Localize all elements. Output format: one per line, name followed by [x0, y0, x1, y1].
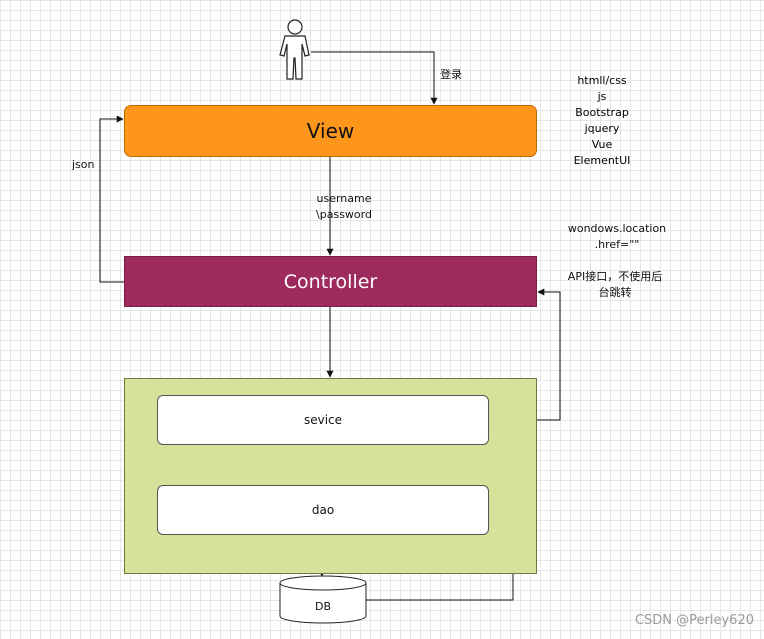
login-label: 登录 [440, 68, 462, 81]
dao-box: dao [157, 485, 489, 535]
location-label-line2: .href="" [594, 238, 640, 251]
service-label: sevice [303, 413, 343, 427]
location-label-line1: wondows.location [567, 222, 667, 235]
view-label: View [306, 119, 355, 143]
api-label-line1: API接口，不使用后 [567, 270, 663, 283]
watermark: CSDN @Perley620 [634, 613, 754, 628]
controller-label: Controller [283, 270, 378, 293]
controller-box: Controller [124, 256, 537, 307]
dao-label: dao [311, 503, 335, 517]
tech-stack-list: htmll/css js Bootstrap jquery Vue Elemen… [562, 73, 642, 169]
json-arrow [99, 115, 124, 283]
tech-item: js [597, 90, 607, 103]
user-actor-icon [279, 19, 310, 80]
json-label: json [72, 158, 95, 171]
username-label: username [316, 192, 372, 205]
db-label: DB [314, 600, 332, 613]
tech-item: jquery [584, 122, 620, 135]
login-arrow [311, 51, 438, 105]
tech-item: htmll/css [577, 74, 627, 87]
password-label: \password [316, 208, 372, 221]
tech-item: Bootstrap [575, 106, 629, 119]
api-label-line2: 台跳转 [598, 286, 632, 299]
tech-item: ElementUI [573, 154, 631, 167]
view-box: View [124, 105, 537, 157]
tech-item: Vue [591, 138, 613, 151]
service-box: sevice [157, 395, 489, 445]
database-icon [279, 575, 367, 624]
